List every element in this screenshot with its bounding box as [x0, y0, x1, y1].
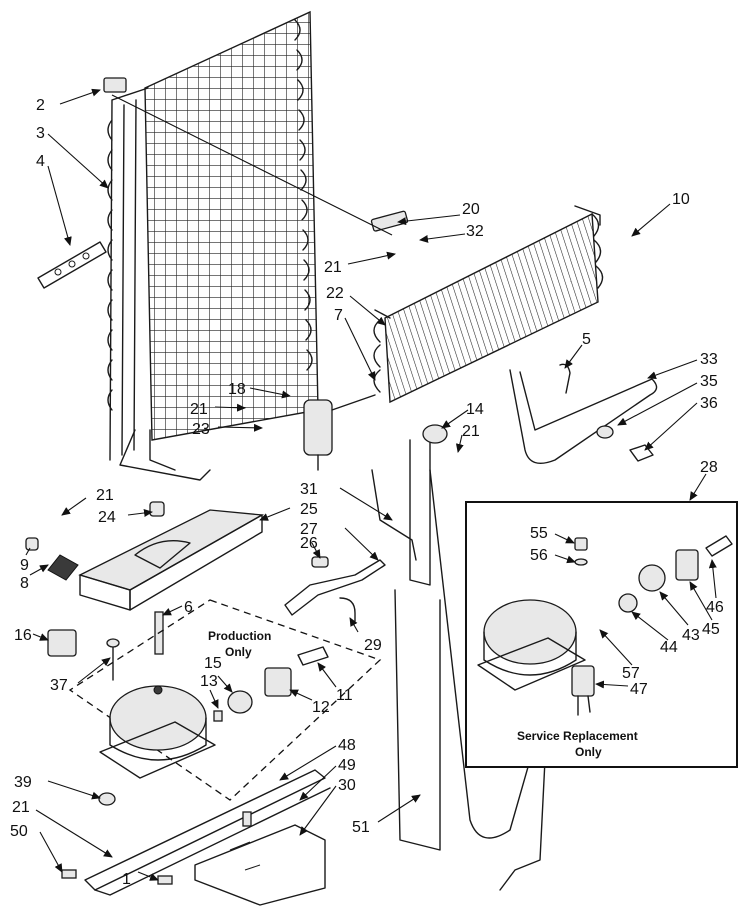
- callout-21-b: 21: [190, 401, 208, 418]
- callout-15: 15: [204, 655, 222, 672]
- drain-hose: [284, 556, 386, 616]
- callout-49: 49: [338, 757, 356, 774]
- callout-27: 27: [300, 521, 318, 538]
- hose-clamp: [339, 597, 356, 622]
- suction-line: [371, 439, 546, 891]
- thermostat-clip: [629, 444, 654, 462]
- compressor-bolt: [106, 638, 120, 681]
- leader-lines: [25, 88, 717, 881]
- service-compressor: [477, 599, 586, 691]
- callout-43: 43: [682, 627, 700, 644]
- callout-7: 7: [334, 307, 343, 324]
- callout-24: 24: [98, 509, 116, 526]
- callout-5: 5: [582, 331, 591, 348]
- callout-29: 29: [364, 637, 382, 654]
- service-clip: [705, 535, 733, 557]
- callout-32: 32: [466, 223, 484, 240]
- callout-51: 51: [352, 819, 370, 836]
- callout-10: 10: [672, 191, 690, 208]
- service-replacement-note-line2: Only: [575, 745, 602, 759]
- production-only-note-line1: Production: [208, 629, 271, 643]
- callout-16: 16: [14, 627, 32, 644]
- callout-57: 57: [622, 665, 640, 682]
- production-only-note-line2: Only: [225, 645, 252, 659]
- callout-55: 55: [530, 525, 548, 542]
- evaporator: [373, 205, 604, 404]
- callout-50: 50: [10, 823, 28, 840]
- pan-nut: [149, 501, 165, 517]
- relay: [264, 667, 292, 697]
- callout-56: 56: [530, 547, 548, 564]
- service-capacitor: [571, 665, 595, 716]
- grommet: [25, 537, 39, 551]
- callout-31: 31: [300, 481, 318, 498]
- callout-3: 3: [36, 125, 45, 142]
- callout-13: 13: [200, 673, 218, 690]
- condenser-tube-clip-strip: [37, 241, 107, 289]
- callouts: 2 3 4 20 32 10 21 22 7 5 33 35 36 18 21 …: [10, 97, 724, 888]
- callout-44: 44: [660, 639, 678, 656]
- callout-25: 25: [300, 501, 318, 518]
- callout-21-d: 21: [96, 487, 114, 504]
- callout-48: 48: [338, 737, 356, 754]
- callout-23: 23: [192, 421, 210, 438]
- callout-18: 18: [228, 381, 246, 398]
- base-plate: [194, 824, 326, 906]
- callout-9: 9: [20, 557, 29, 574]
- drain-clip: [596, 425, 614, 439]
- pan-bracket: [47, 554, 79, 581]
- overload-protector: [227, 690, 253, 714]
- mounting-screw: [61, 811, 252, 885]
- callout-45: 45: [702, 621, 720, 638]
- defrost-terminator: [422, 424, 448, 444]
- callout-8: 8: [20, 575, 29, 592]
- callout-21-c: 21: [462, 423, 480, 440]
- service-nut: [574, 537, 588, 566]
- terminal-stud: [213, 710, 223, 722]
- callout-2: 2: [36, 97, 45, 114]
- callout-30: 30: [338, 777, 356, 794]
- callout-11: 11: [336, 687, 353, 704]
- callout-26: 26: [300, 535, 318, 552]
- relay-clip: [297, 646, 329, 666]
- callout-35: 35: [700, 373, 718, 390]
- service-overload: [675, 549, 699, 581]
- callout-46: 46: [706, 599, 724, 616]
- callout-4: 4: [36, 153, 45, 170]
- condenser-clip: [103, 77, 127, 93]
- production-only-group: [68, 599, 382, 801]
- relay-cover: [47, 629, 77, 657]
- thermostat-bracket: [559, 363, 571, 394]
- callout-20: 20: [462, 201, 480, 218]
- callout-12: 12: [312, 699, 330, 716]
- compressor: [99, 685, 216, 779]
- callout-33: 33: [700, 351, 718, 368]
- service-replacement-note-line1: Service Replacement: [517, 729, 638, 743]
- callout-37: 37: [50, 677, 68, 694]
- compressor-grommet: [98, 792, 116, 806]
- callout-14: 14: [466, 401, 484, 418]
- condenser: [107, 10, 319, 481]
- compressor-mounting-rail: [84, 769, 331, 896]
- callout-39: 39: [14, 774, 32, 791]
- service-relay: [618, 564, 666, 613]
- accumulator: [303, 394, 376, 471]
- callout-21-a: 21: [324, 259, 342, 276]
- callout-22: 22: [326, 285, 344, 302]
- callout-1: 1: [122, 871, 131, 888]
- defrost-heater: [509, 369, 658, 464]
- callout-47: 47: [630, 681, 648, 698]
- callout-36: 36: [700, 395, 718, 412]
- callout-28: 28: [700, 459, 718, 476]
- callout-21-e: 21: [12, 799, 30, 816]
- callout-6: 6: [184, 599, 193, 616]
